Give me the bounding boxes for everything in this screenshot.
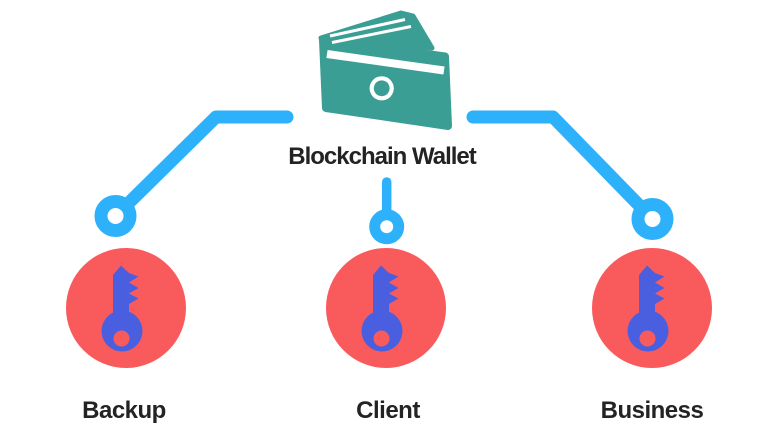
node-label-client: Client — [356, 397, 420, 424]
connector-middle — [369, 177, 405, 245]
ring-node-icon — [369, 209, 405, 245]
sync-cloud-icon — [369, 76, 394, 101]
wallet-stripe — [326, 50, 445, 75]
connector-left-line — [109, 110, 294, 223]
key-badge-client — [326, 248, 446, 368]
connector-right-line — [466, 110, 659, 226]
wallet-flap-slash — [329, 18, 406, 38]
diagram-title: Blockchain Wallet — [288, 143, 476, 170]
connector-right — [466, 110, 674, 240]
ring-node-icon — [631, 198, 674, 240]
connector-left — [94, 110, 294, 237]
node-label-backup: Backup — [82, 397, 166, 424]
wallet-icon — [318, 10, 452, 130]
key-badge-backup — [66, 248, 186, 368]
ring-node-icon — [94, 195, 137, 237]
key-icon — [101, 265, 143, 352]
wallet-flap-slash — [331, 25, 412, 44]
key-badge-business — [592, 248, 712, 368]
key-icon — [361, 265, 403, 352]
key-icon — [627, 265, 669, 352]
node-label-business: Business — [600, 397, 704, 424]
